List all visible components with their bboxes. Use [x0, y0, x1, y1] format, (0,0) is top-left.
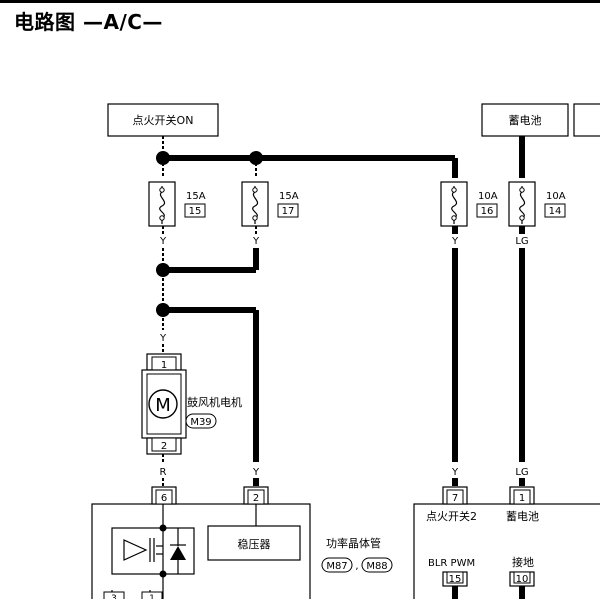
right-pin-a: 7 — [452, 493, 458, 504]
junction-dot — [249, 151, 263, 165]
wire-color-label: LG — [515, 467, 528, 478]
transistor-connector-2: M88 — [366, 561, 387, 572]
title-rule — [0, 0, 600, 3]
ignition-on-label: 点火开关ON — [133, 113, 194, 127]
regulator-box — [207, 525, 301, 561]
regulator-label: 稳压器 — [238, 537, 271, 551]
right-pin-c: 15 — [449, 574, 462, 585]
battery-box — [481, 103, 569, 137]
wire-color-label: R — [160, 467, 167, 478]
fuse-16 — [440, 181, 468, 227]
transistor-connector-1: M87 — [326, 561, 347, 572]
motor-connector: M39 — [190, 417, 211, 428]
right-label-ign2: 点火开关2 — [426, 509, 477, 523]
motor-symbol: M — [155, 395, 171, 416]
wire-color-label: Y — [159, 333, 167, 344]
transistor-name: 功率晶体管 — [326, 536, 381, 550]
ignition-on-box — [107, 103, 219, 137]
fuse-17-num: 17 — [282, 206, 295, 217]
transistor-symbol — [111, 504, 257, 575]
blower-motor — [141, 353, 187, 455]
fuse-14-amp: 10A — [546, 191, 566, 202]
wire-color-label: Y — [252, 236, 260, 247]
right-label-blr-pwm: BLR PWM — [428, 558, 475, 569]
wire-color-label: Y — [159, 236, 167, 247]
transistor-pin-reg: 2 — [253, 493, 259, 504]
wire-color-label: Y — [252, 467, 260, 478]
junction-dot — [156, 303, 170, 317]
page-title: 电路图 —A/C— — [14, 10, 163, 34]
right-pin-d: 10 — [516, 574, 529, 585]
fuse-15 — [148, 181, 176, 227]
bottom-pins: 3 1 — [103, 591, 163, 599]
right-label-ground: 接地 — [512, 556, 534, 569]
bottom-pin-a: 3 — [111, 594, 117, 599]
fuse-16-amp: 10A — [478, 191, 498, 202]
battery-label: 蓄电池 — [509, 114, 542, 127]
next-box — [573, 103, 600, 137]
connector-separator: , — [355, 561, 358, 572]
right-label-battery: 蓄电池 — [506, 510, 539, 523]
fuse-14-num: 14 — [549, 206, 562, 217]
fuse-15-amp: 15A — [186, 191, 206, 202]
wire-color-label: LG — [515, 236, 528, 247]
junction-dot — [156, 263, 170, 277]
junction-dot — [156, 151, 170, 165]
fuse-17 — [241, 181, 269, 227]
motor-pin-bottom: 2 — [161, 441, 167, 452]
right-pin-b: 1 — [519, 493, 525, 504]
fuse-16-num: 16 — [481, 206, 494, 217]
bottom-pin-b: 1 — [149, 594, 155, 599]
fuse-17-amp: 15A — [279, 191, 299, 202]
motor-name: 鼓风机电机 — [187, 395, 242, 409]
motor-pin-top: 1 — [161, 360, 167, 371]
fuse-14 — [508, 181, 536, 227]
wire-color-label: Y — [451, 467, 459, 478]
wire-color-label: Y — [451, 236, 459, 247]
fuse-15-num: 15 — [189, 206, 202, 217]
transistor-pin-motor: 6 — [161, 493, 167, 504]
